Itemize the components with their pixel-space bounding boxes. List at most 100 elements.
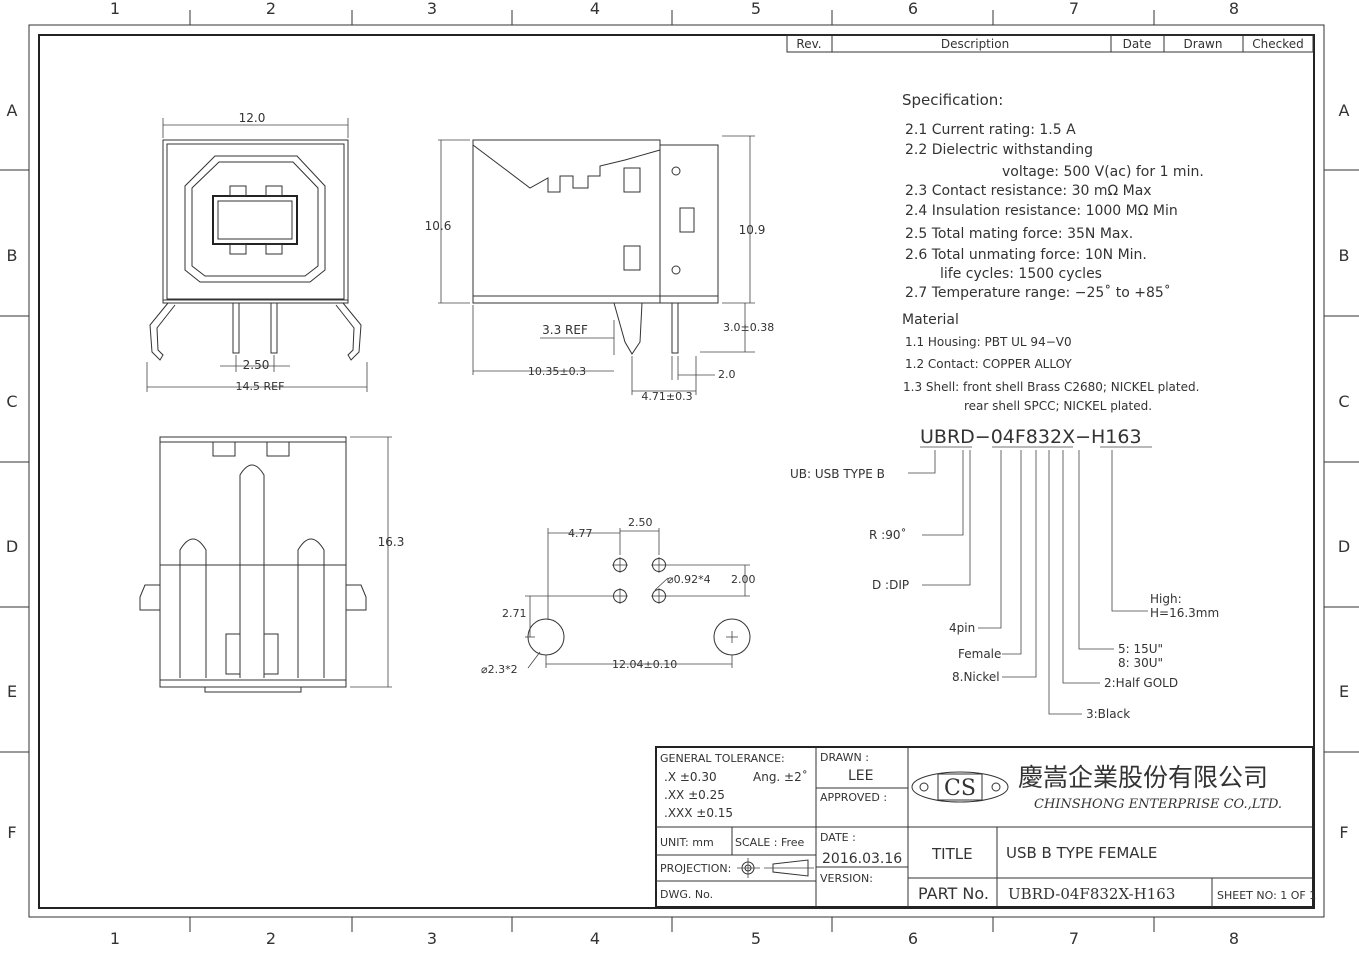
material-front-shell: 1.3 Shell: front shell Brass C2680; NICK…	[903, 380, 1199, 394]
dim-depth: 10.35±0.3	[528, 365, 586, 378]
dim-bottom-height: 16.3	[378, 535, 405, 549]
spec-line-2-5: 2.5 Total mating force: 35N Max.	[905, 226, 1133, 242]
title-block	[655, 746, 1314, 908]
row-label-c: C	[6, 392, 17, 411]
front-view	[146, 118, 368, 392]
spec-line-2-6: 2.6 Total unmating force: 10N Min.	[905, 247, 1147, 263]
spec-line-2-2: 2.2 Dielectric withstanding	[905, 142, 1093, 158]
col-label-7-bottom: 7	[1069, 929, 1079, 948]
dim-fp-hole: ⌀0.92*4	[667, 573, 711, 586]
drawn-header: Drawn	[1184, 37, 1223, 51]
zone-ticks	[0, 10, 1359, 932]
legend-high: High:	[1150, 592, 1182, 606]
spec-line-2-3: 2.3 Contact resistance: 30 mΩ Max	[905, 183, 1152, 199]
part-code-leaders	[908, 446, 1152, 715]
material-housing: 1.1 Housing: PBT UL 94−V0	[905, 335, 1072, 349]
legend-ub: UB: USB TYPE B	[790, 467, 885, 481]
col-label-8-bottom: 8	[1229, 929, 1239, 948]
date-header: Date	[1123, 37, 1152, 51]
col-label-4-bottom: 4	[590, 929, 600, 948]
tolerance-x: .X ±0.30	[664, 770, 717, 784]
dim-front-width: 12.0	[239, 111, 266, 125]
col-label-3: 3	[427, 0, 437, 18]
spec-line-life-cycles: life cycles: 1500 cycles	[940, 266, 1102, 282]
col-label-2-bottom: 2	[266, 929, 276, 948]
dim-fp-12-04: 12.04±0.10	[612, 658, 677, 671]
row-label-b-right: B	[1339, 246, 1350, 265]
pcb-footprint	[525, 528, 751, 669]
row-label-d: D	[6, 537, 18, 556]
drawn-label: DRAWN :	[820, 751, 869, 764]
side-view	[438, 135, 755, 395]
part-number-value: UBRD-04F832X-H163	[1008, 885, 1175, 903]
material-rear-shell: rear shell SPCC; NICKEL plated.	[964, 399, 1152, 413]
dim-offset: 4.71±0.3	[641, 390, 692, 403]
dim-thickness: 2.0	[718, 368, 736, 381]
col-label-5-bottom: 5	[751, 929, 761, 948]
version-label: VERSION:	[820, 872, 873, 885]
row-label-f: F	[7, 823, 16, 842]
spec-line-voltage: voltage: 500 V(ac) for 1 min.	[1002, 164, 1204, 180]
dim-fp-2-71: 2.71	[502, 607, 527, 620]
col-label-3-bottom: 3	[427, 929, 437, 948]
legend-nickel: 8.Nickel	[952, 670, 1000, 684]
row-label-c-right: C	[1338, 392, 1349, 411]
title-value: USB B TYPE FEMALE	[1006, 844, 1157, 862]
rev-header: Rev.	[796, 37, 821, 51]
row-label-b: B	[7, 246, 18, 265]
col-label-7: 7	[1069, 0, 1079, 18]
legend-plating-30u: 8: 30U"	[1118, 656, 1163, 670]
row-label-a: A	[7, 101, 18, 120]
date-value: 2016.03.16	[822, 851, 902, 867]
tolerance-angle: Ang. ±2˚	[753, 769, 808, 784]
col-label-8: 8	[1229, 0, 1239, 18]
bottom-view	[139, 436, 392, 693]
tolerance-xx: .XX ±0.25	[664, 788, 725, 802]
part-code: UBRD−04F832X−H163	[920, 426, 1142, 448]
company-logo: CS	[944, 776, 976, 801]
legend-plating-15u: 5: 15U"	[1118, 642, 1163, 656]
dim-fp-2-50: 2.50	[628, 516, 653, 529]
col-label-1-bottom: 1	[110, 929, 120, 948]
sheet-number: SHEET NO: 1 OF 1	[1217, 889, 1316, 902]
checked-header: Checked	[1252, 37, 1304, 51]
dim-fp-2-00: 2.00	[731, 573, 756, 586]
dwg-number-label: DWG. No.	[660, 888, 713, 901]
material-contact: 1.2 Contact: COPPER ALLOY	[905, 357, 1072, 371]
row-label-f-right: F	[1339, 823, 1348, 842]
legend-d: D :DIP	[872, 578, 909, 592]
spec-line-2-7: 2.7 Temperature range: −25˚ to +85˚	[905, 284, 1171, 301]
company-name-chinese: 慶嵩企業股份有限公司	[1018, 763, 1268, 792]
col-label-4: 4	[590, 0, 600, 18]
approved-label: APPROVED :	[820, 791, 887, 804]
dim-pin-length: 3.0±0.38	[723, 321, 774, 334]
date-label: DATE :	[820, 831, 856, 844]
tolerance-title: GENERAL TOLERANCE:	[660, 752, 785, 765]
col-label-6-bottom: 6	[908, 929, 918, 948]
legend-gold: 2:Half GOLD	[1104, 676, 1178, 690]
revision-table: Rev. Description Date Drawn Checked	[786, 34, 1314, 53]
dim-side-height-left: 10.6	[425, 219, 452, 233]
tolerance-xxx: .XXX ±0.15	[664, 806, 733, 820]
row-label-a-right: A	[1339, 101, 1350, 120]
description-header: Description	[941, 37, 1009, 51]
legend-female: Female	[958, 647, 1001, 661]
scale: SCALE : Free	[735, 836, 805, 849]
row-label-d-right: D	[1338, 537, 1350, 556]
dim-overall-ref: 14.5 REF	[236, 380, 285, 393]
spec-line-2-1: 2.1 Current rating: 1.5 A	[905, 122, 1076, 138]
col-label-1: 1	[110, 0, 120, 18]
legend-height: H=16.3mm	[1150, 606, 1219, 620]
legend-r: R :90˚	[869, 527, 906, 542]
unit: UNIT: mm	[660, 836, 714, 849]
legend-pin: 4pin	[949, 621, 975, 635]
dim-ref-3-3: 3.3 REF	[542, 323, 588, 337]
outer-frame	[28, 24, 1325, 918]
projection-label: PROJECTION:	[660, 862, 731, 875]
col-label-6: 6	[908, 0, 918, 18]
part-number-label: PART No.	[918, 884, 989, 903]
company-name-english: CHINSHONG ENTERPRISE CO.,LTD.	[1034, 797, 1282, 812]
col-label-5: 5	[751, 0, 761, 18]
material-block: Material 1.1 Housing: PBT UL 94−V0 1.2 C…	[902, 312, 1199, 413]
